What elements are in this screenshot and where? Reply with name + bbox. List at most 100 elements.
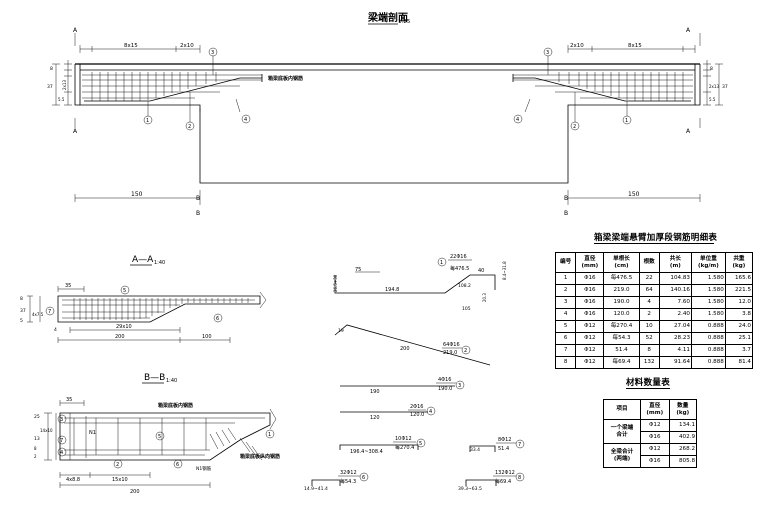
rebar-detail-7: 33.4 8Φ12 51.4 7	[469, 437, 525, 453]
dim-2x10-left: 2x10	[180, 43, 194, 49]
bb-marker-3-label: 3	[60, 417, 63, 423]
r1-tag: 1	[440, 260, 443, 266]
bb-marker-6	[173, 459, 183, 469]
rt-h-6: 共重 (kg)	[724, 252, 754, 273]
aa-marker-7	[45, 306, 55, 316]
rebar-table-cell: 每270.4	[603, 320, 640, 333]
mt-r1-c1: Φ16	[640, 431, 670, 444]
rebar-table-cell: 81.4	[724, 356, 754, 369]
r6-dim: 14.9~41.4	[304, 486, 328, 492]
rebar-table-cell: 7.60	[658, 296, 693, 309]
aa-dim-29x10: 29x10	[116, 324, 132, 330]
bb-dim-13: 13	[34, 436, 40, 442]
bb-marker-5-label: 5	[158, 434, 161, 440]
section-b-left: B	[196, 195, 200, 202]
rebar-detail-6: 14.9~41.4 32Φ12 每54.3 6	[304, 470, 369, 492]
aa-dim-200: 200	[115, 334, 125, 340]
rebar-table-cell: 0.888	[691, 320, 726, 333]
bb-marker-2-label: 2	[116, 462, 119, 468]
r4-d120: 120	[370, 415, 380, 421]
rebar-table-cell: 每69.4	[603, 356, 640, 369]
dim-2x10-right: 2x10	[570, 43, 584, 49]
bb-dim-25: 25	[34, 414, 40, 420]
rebar-table-cell: 27.04	[658, 320, 693, 333]
marker-4-right-label: 4	[516, 117, 519, 123]
r5-dim: 196.4~308.4	[350, 449, 383, 455]
dim-v-55-right: 5.5	[709, 97, 716, 102]
dim-v-2x13-left: 2x13	[62, 80, 67, 90]
section-a-right-bottom: A	[686, 128, 691, 135]
rebar-table-cell: 12.0	[724, 296, 754, 309]
bb-marker-3	[57, 414, 67, 424]
rebar-table-cell: 64	[638, 284, 660, 297]
marker-1-left	[143, 115, 153, 125]
rebar-table-cell: Φ16	[575, 296, 605, 309]
aa-dim-100: 100	[202, 334, 212, 340]
r1-d108: 108.2	[458, 283, 471, 289]
r1-d194: 194.8	[385, 287, 399, 293]
rebar-table-cell: 0.888	[691, 344, 726, 357]
section-a-right-top: A	[686, 27, 691, 34]
section-a-left-bottom: A	[73, 128, 78, 135]
rebar-table-cell: 1.580	[691, 296, 726, 309]
mt-h-2: 数量 (kg)	[668, 399, 698, 420]
bb-label-top: 箱梁底板内钢筋	[157, 402, 193, 409]
r1-spec: 22Φ16	[450, 254, 467, 260]
rebar-detail-4: 120 2Φ16 120.0 4	[340, 404, 436, 421]
mt-r3-c1: Φ16	[640, 455, 670, 468]
dim-v-8-left: 8	[50, 66, 53, 72]
bb-dim-200: 200	[130, 489, 140, 495]
r7-spec: 8Φ12	[498, 437, 511, 443]
r1-len: 每476.5	[450, 265, 469, 272]
r2-tag: 2	[464, 348, 467, 354]
material-table-header: 项目 直径 (mm) 数量 (kg)	[603, 399, 698, 420]
rebar-table-cell: 10	[638, 320, 660, 333]
mt-h-0: 项目	[603, 399, 641, 420]
section-bb-scale: 1:40	[166, 378, 177, 384]
bb-marker-2	[113, 459, 123, 469]
r3-spec: 4Φ16	[438, 377, 451, 383]
dim-150-right: 150	[628, 191, 640, 198]
rebar-table-cell: 4	[554, 308, 577, 321]
r4-len: 120.0	[410, 412, 424, 418]
rebar-table-cell: 每476.5	[603, 272, 640, 285]
rebar-table-cell: 4.11	[658, 344, 693, 357]
r1-d20: 20.3	[482, 293, 487, 302]
aa-marker-5	[120, 285, 130, 295]
aa-dim-37: 37	[20, 308, 26, 314]
mt-r1-c2: 402.9	[668, 431, 698, 444]
rebar-table-cell: 7	[554, 344, 577, 357]
aa-dim-35: 35	[65, 283, 71, 289]
r7-tag: 7	[518, 442, 521, 448]
rt-h-4: 共长 (m)	[658, 252, 693, 273]
rebar-table-cell: 165.6	[724, 272, 754, 285]
r8-len: 每69.4	[495, 478, 511, 485]
rebar-table-cell: 4	[638, 296, 660, 309]
rt-h-2: 单根长 (cm)	[603, 252, 640, 273]
mt-r3-c2: 805.8	[668, 455, 698, 468]
rebar-table-cell: 2	[638, 308, 660, 321]
elevation-view: A A A A B B B B 8x15 2x10 2x10 8x15 8 37…	[47, 27, 728, 217]
rebar-detail-1: 75 194.8 40 108.2 105 26.5+30 8.4~31.8 2…	[333, 254, 507, 312]
section-aa: A—A 1:40 35 29x10 200 100 4 37 4x7.5 8 5…	[20, 255, 267, 343]
material-table: 项目 直径 (mm) 数量 (kg) 一个梁端 合计 Φ12 134.1 Φ16…	[603, 399, 698, 468]
marker-3-right	[543, 47, 553, 57]
bb-marker-4	[57, 447, 67, 457]
marker-4-left-label: 4	[244, 117, 247, 123]
rebar-details: 75 194.8 40 108.2 105 26.5+30 8.4~31.8 2…	[304, 254, 525, 492]
rebar-table-cell: Φ12	[575, 320, 605, 333]
section-b-right: B	[564, 195, 568, 202]
rebar-table-cell: 190.0	[603, 296, 640, 309]
dim-v-55-left: 5.5	[58, 97, 65, 102]
rebar-table-cell: 104.83	[658, 272, 693, 285]
rebar-table-cell: 91.64	[658, 356, 693, 369]
material-table-row: 全梁合计 (两端) Φ12 268.2	[603, 443, 698, 468]
r2-spec: 64Φ16	[443, 342, 460, 348]
rebar-table-cell: 8	[554, 356, 577, 369]
aa-marker-6-label: 6	[216, 316, 219, 322]
mt-r0-c2: 134.1	[668, 419, 698, 432]
section-bb-title: B—B	[144, 373, 165, 383]
